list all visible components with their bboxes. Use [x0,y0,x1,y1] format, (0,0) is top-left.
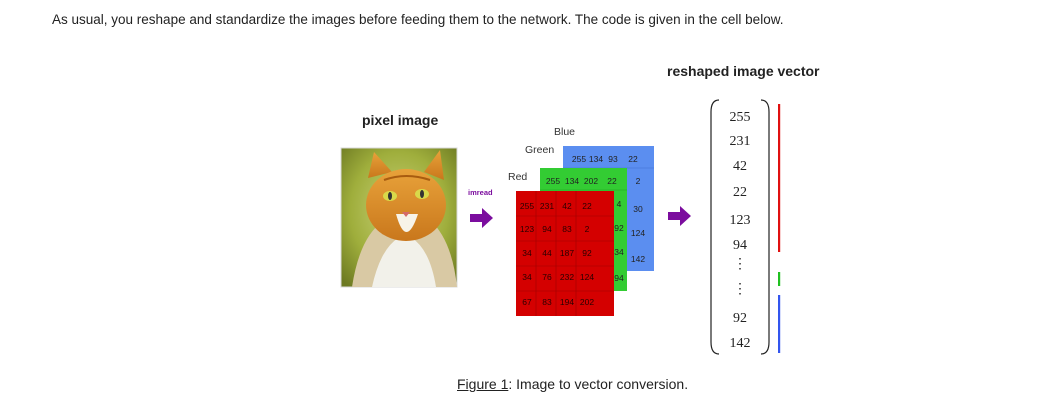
vector-value: ⋮ [733,282,747,297]
pixel-image-label: pixel image [362,112,439,128]
red-channel-grid: 255 231 42 22 123 94 83 2 34 44 187 92 34 76 232 124 67 8… [516,191,614,316]
red-cell: 44 [542,248,552,258]
red-cell: 83 [562,224,572,234]
caption-text: : Image to vector conversion. [508,376,689,392]
vector-value: 22 [733,185,747,200]
figure-reference-link[interactable]: Figure 1 [457,376,509,392]
green-cell: 4 [617,199,622,209]
green-cell: 92 [614,223,624,233]
red-strip [778,104,781,252]
green-channel-right-column: 4 92 34 94 [614,199,624,283]
red-cell: 67 [522,297,532,307]
vector-right-bracket [760,99,770,355]
red-cell: 194 [560,297,574,307]
green-strip [778,272,781,286]
red-cell: 2 [585,224,590,234]
vector-value: 255 [730,110,751,125]
red-cell: 123 [520,224,534,234]
vector-values: 255 231 42 22 123 94 ⋮ ⋮ 92 142 [730,110,751,351]
red-cell: 34 [522,248,532,258]
blue-cell: 142 [631,254,645,264]
blue-cell: 22 [628,154,638,164]
red-cell: 124 [580,272,594,282]
red-cell: 202 [580,297,594,307]
vector-value: 142 [730,336,751,351]
green-cell: 255 [546,176,560,186]
red-cell: 76 [542,272,552,282]
green-cell: 94 [614,273,624,283]
intro-text: As usual, you reshape and standardize th… [52,12,784,27]
red-cell: 231 [540,201,554,211]
blue-cell: 255 [572,154,586,164]
cat-photo [340,147,458,288]
vector-value: 42 [733,159,747,174]
blue-cell: 30 [633,204,643,214]
green-label: Green [525,144,554,156]
red-label: Red [508,171,527,183]
reshaped-vector-label: reshaped image vector [667,63,820,79]
red-cell: 232 [560,272,574,282]
vector-value: 231 [730,134,751,149]
green-cell: 134 [565,176,579,186]
red-cell: 22 [582,201,592,211]
red-cell: 83 [542,297,552,307]
blue-cell: 134 [589,154,603,164]
imread-label: imread [468,188,493,197]
red-cell: 187 [560,248,574,258]
red-channel [516,191,614,316]
reshape-arrow-icon [668,206,691,226]
vector-value: 92 [733,311,747,326]
vector-value: 94 [733,238,747,253]
red-cell: 34 [522,272,532,282]
red-cell: 94 [542,224,552,234]
blue-cell: 93 [608,154,618,164]
green-cell: 34 [614,247,624,257]
vector-value: ⋮ [733,257,747,272]
green-cell: 202 [584,176,598,186]
red-cell: 92 [582,248,592,258]
green-cell: 22 [607,176,617,186]
imread-arrow-icon [470,208,493,228]
green-channel-top-row: 255 134 202 22 [540,176,627,191]
blue-label: Blue [554,126,575,138]
vector-value: 123 [730,213,751,228]
red-cell: 42 [562,201,572,211]
red-cell: 255 [520,201,534,211]
figure-caption: Figure 1: Image to vector conversion. [457,376,688,392]
vector-left-bracket [710,99,720,355]
blue-strip [778,295,781,353]
blue-cell: 2 [636,176,641,186]
blue-cell: 124 [631,228,645,238]
